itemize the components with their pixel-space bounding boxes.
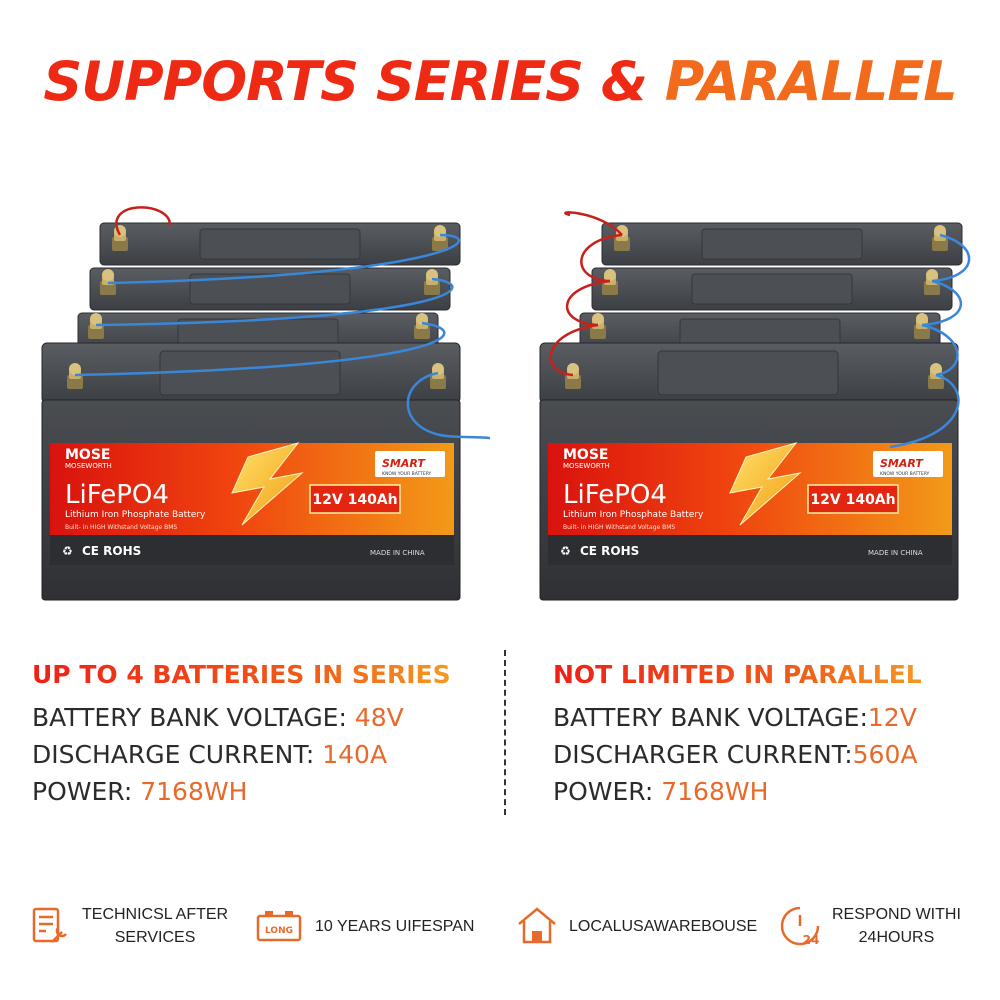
feature-1-line2: SERVICES: [114, 929, 196, 946]
parallel-spec-block: NOT LIMITED IN PARALLEL BATTERY BANK VOL…: [553, 660, 922, 810]
feature-4-line1: RESPOND WITHI: [832, 906, 961, 923]
feature-3-line1: LOCALUSAWAREBOUSE: [569, 917, 758, 935]
feature-2-line1: 10 YEARS UIFESPAN: [315, 917, 475, 935]
parallel-battery-illustration: MOSE MOSEWORTH LiFePO4 Lithium Iron Phos…: [539, 211, 971, 601]
recycle-icon: ♻: [62, 544, 73, 558]
series-voltage-row: BATTERY BANK VOLTAGE: 48V: [32, 699, 451, 736]
parallel-power-value: 7168WH: [661, 777, 769, 806]
service-document-icon: [32, 907, 67, 943]
clock-24-icon: 24: [780, 906, 820, 947]
compliance-marks: CE ROHS: [580, 544, 639, 558]
chemistry-sub: Lithium Iron Phosphate Battery: [563, 510, 704, 520]
parallel-power-row: POWER: 7168WH: [553, 773, 922, 810]
origin-label: MADE IN CHINA: [868, 549, 923, 557]
dashed-divider: [504, 650, 506, 815]
parallel-current-row: DISCHARGER CURRENT:560A: [553, 736, 922, 773]
parallel-battery-bank: MOSE MOSEWORTH LiFePO4 Lithium Iron Phos…: [510, 195, 980, 625]
smart-badge: SMART: [880, 457, 924, 470]
battery-rating: 12V 140Ah: [810, 492, 895, 508]
feature-lifespan: LONG 10 YEARS UIFESPAN: [255, 896, 474, 956]
series-heading: UP TO 4 BATTERIES IN SERIES: [32, 660, 451, 689]
feature-after-service: TECHNICSL AFTER SERVICES: [28, 896, 228, 956]
parallel-current-value: 560A: [852, 740, 918, 769]
bms-note: Built- in HIGH Withstand Voltage BMS: [65, 524, 177, 531]
origin-label: MADE IN CHINA: [370, 549, 425, 557]
headline-part-2: PARALLEL: [646, 50, 958, 113]
brand-sub: MOSEWORTH: [65, 462, 112, 470]
headline-part-1: SUPPORTS SERIES &: [43, 50, 648, 113]
battery-rating: 12V 140Ah: [312, 492, 397, 508]
parallel-heading: NOT LIMITED IN PARALLEL: [553, 660, 922, 689]
series-current-label: DISCHARGE CURRENT:: [32, 740, 323, 769]
feature-1-line1: TECHNICSL AFTER: [82, 906, 229, 923]
series-current-value: 140A: [322, 740, 388, 769]
parallel-voltage-label: BATTERY BANK VOLTAGE:: [553, 703, 868, 732]
recycle-icon: ♻: [560, 544, 571, 558]
series-current-row: DISCHARGE CURRENT: 140A: [32, 736, 451, 773]
bms-note: Built- in HIGH Withstand Voltage BMS: [563, 524, 675, 531]
feature-response: 24 RESPOND WITHI 24HOURS: [778, 896, 961, 956]
parallel-current-label: DISCHARGER CURRENT:: [553, 740, 853, 769]
brand-logo: MOSE: [563, 447, 608, 463]
series-power-value: 7168WH: [140, 777, 248, 806]
smart-sub: KNOW YOUR BATTERY: [382, 471, 432, 477]
feature-warehouse: LOCALUSAWAREBOUSE: [515, 896, 757, 956]
parallel-power-label: POWER:: [553, 777, 662, 806]
long-battery-icon: LONG: [256, 911, 302, 942]
clock-24-badge: 24: [803, 933, 820, 947]
feature-4-line2: 24HOURS: [858, 929, 935, 946]
series-spec-block: UP TO 4 BATTERIES IN SERIES BATTERY BANK…: [32, 660, 451, 810]
chemistry-name: LiFePO4: [563, 480, 667, 510]
compliance-marks: CE ROHS: [82, 544, 141, 558]
feature-strip: TECHNICSL AFTER SERVICES LONG 10 YEARS U…: [0, 896, 1000, 966]
brand-logo: MOSE: [65, 447, 110, 463]
series-battery-bank: MOSE MOSEWORTH LiFePO4 Lithium Iron Phos…: [20, 195, 490, 625]
parallel-voltage-value: 12V: [867, 703, 917, 732]
parallel-voltage-row: BATTERY BANK VOLTAGE:12V: [553, 699, 922, 736]
warehouse-icon: [518, 907, 556, 944]
long-badge: LONG: [265, 926, 293, 936]
chemistry-name: LiFePO4: [65, 480, 169, 510]
series-power-row: POWER: 7168WH: [32, 773, 451, 810]
smart-sub: KNOW YOUR BATTERY: [880, 471, 930, 477]
chemistry-sub: Lithium Iron Phosphate Battery: [65, 510, 206, 520]
series-voltage-label: BATTERY BANK VOLTAGE:: [32, 703, 355, 732]
brand-sub: MOSEWORTH: [563, 462, 610, 470]
series-battery-illustration: MOSE MOSEWORTH LiFePO4 Lithium Iron Phos…: [41, 206, 490, 601]
series-voltage-value: 48V: [354, 703, 404, 732]
page-title: SUPPORTS SERIES & PARALLEL: [0, 50, 1000, 113]
smart-badge: SMART: [382, 457, 426, 470]
series-power-label: POWER:: [32, 777, 141, 806]
